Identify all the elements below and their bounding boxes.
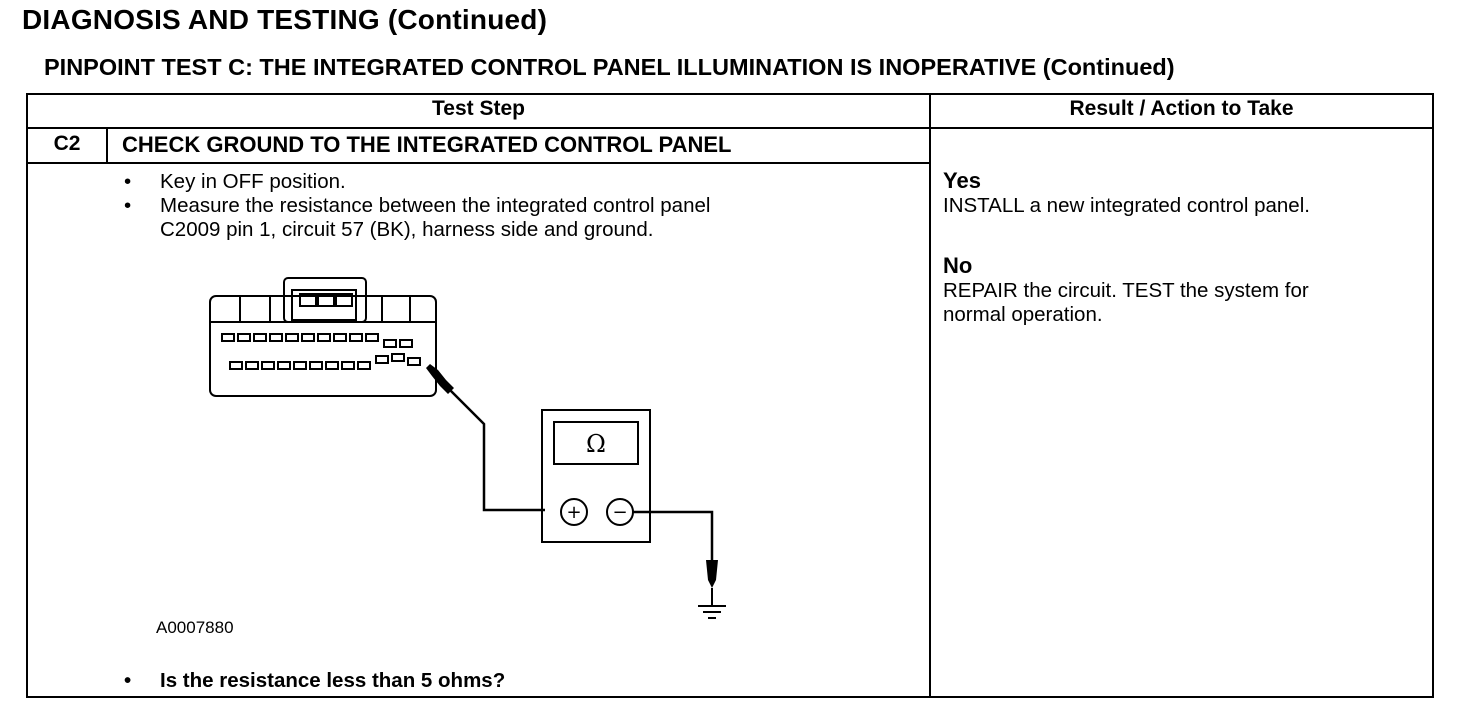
list-item: • Measure the resistance between the int… [124, 194, 711, 219]
result-no-label: No [943, 253, 973, 278]
ground-symbol-icon [698, 605, 726, 619]
bullet-icon: • [124, 194, 132, 217]
column-header-result: Result / Action to Take [1069, 97, 1294, 120]
test-table [26, 93, 1434, 698]
figure-code: A0007880 [156, 618, 234, 637]
result-no-text: REPAIR the circuit. TEST the system for [943, 279, 1309, 302]
positive-probe-lead [426, 364, 545, 512]
question-item: • Is the resistance less than 5 ohms? [124, 669, 506, 694]
instruction-text: C2009 pin 1, circuit 57 (BK), harness si… [160, 218, 654, 241]
connector-icon [209, 277, 437, 397]
result-yes-text: INSTALL a new integrated control panel. [943, 194, 1310, 217]
step-id: C2 [53, 132, 81, 155]
pinpoint-test-title: PINPOINT TEST C: THE INTEGRATED CONTROL … [44, 54, 1175, 80]
list-item: • Key in OFF position. [124, 170, 346, 195]
page-title: DIAGNOSIS AND TESTING (Continued) [22, 4, 548, 35]
plus-terminal: + [566, 502, 581, 523]
result-no-text-continued: normal operation. [943, 303, 1103, 326]
step-row-line [26, 162, 930, 164]
header-row-line [26, 127, 1434, 129]
step-id-divider [106, 128, 108, 162]
step-title: CHECK GROUND TO THE INTEGRATED CONTROL P… [122, 132, 732, 157]
ohm-symbol: Ω [586, 430, 606, 458]
result-yes-label: Yes [943, 168, 981, 193]
instruction-text: Measure the resistance between the integ… [160, 194, 711, 217]
bullet-icon: • [124, 170, 132, 193]
list-item-continuation: C2009 pin 1, circuit 57 (BK), harness si… [160, 218, 653, 243]
minus-terminal: − [612, 502, 627, 523]
column-divider [929, 93, 931, 698]
instruction-text: Key in OFF position. [160, 170, 346, 193]
ground-probe-lead [633, 510, 718, 606]
test-diagram: Ω + − [209, 277, 726, 619]
multimeter-icon: Ω + − [541, 409, 651, 543]
column-header-test-step: Test Step [432, 97, 525, 120]
question-text: Is the resistance less than 5 ohms? [160, 669, 506, 692]
bullet-icon: • [124, 669, 132, 692]
